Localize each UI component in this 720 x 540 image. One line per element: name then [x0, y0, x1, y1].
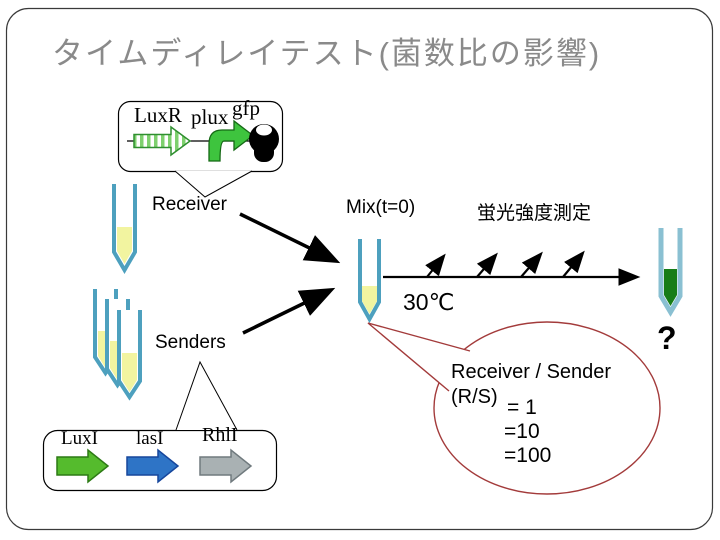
luxi-gene-arrow-icon — [56, 448, 110, 484]
ratio-value-100: =100 — [504, 444, 552, 467]
mix-tube-icon — [358, 239, 381, 324]
receiver-to-mix-arrow — [239, 212, 341, 264]
lasi-gene-label: lasI — [136, 428, 164, 449]
gfp-gene-label: gfp — [232, 96, 260, 120]
senders-label: Senders — [155, 332, 226, 353]
fluorescence-measurement-label: 蛍光強度測定 — [477, 203, 592, 224]
luxi-gene-label: LuxI — [61, 428, 98, 449]
ratio-callout-bubble — [367, 321, 661, 495]
slide-title: タイムディレイテスト(菌数比の影響) — [52, 36, 602, 71]
rhli-gene-label: RhlI — [202, 424, 238, 446]
ratio-callout-line1: Receiver / Sender — [451, 361, 612, 383]
luxr-gene-label: LuxR — [134, 103, 182, 127]
question-mark: ? — [657, 320, 677, 356]
senders-to-mix-arrow — [242, 287, 336, 335]
ratio-value-1: = 1 — [507, 396, 537, 419]
sender-plasmid-callout — [42, 360, 278, 492]
rhli-gene-arrow-icon — [199, 448, 253, 484]
receiver-plasmid-callout — [117, 100, 284, 198]
receiver-tube-icon — [112, 184, 137, 274]
lasi-gene-arrow-icon — [126, 448, 180, 484]
slide-border — [5, 7, 714, 531]
ratio-callout-line2: (R/S) — [451, 386, 498, 408]
receiver-label: Receiver — [152, 194, 227, 215]
ratio-value-10: =10 — [504, 420, 540, 443]
sampling-arrows — [425, 250, 585, 278]
plux-gene-label: plux — [191, 105, 229, 129]
temperature-label: 30℃ — [403, 289, 455, 315]
sender-tubes-icon — [93, 289, 142, 401]
luxr-gene-arrow-icon — [133, 125, 192, 157]
mix-time-label: Mix(t=0) — [346, 197, 416, 218]
result-tube-icon — [658, 228, 683, 317]
gfp-bulb-icon — [249, 124, 279, 162]
timeline-arrow — [383, 250, 641, 286]
